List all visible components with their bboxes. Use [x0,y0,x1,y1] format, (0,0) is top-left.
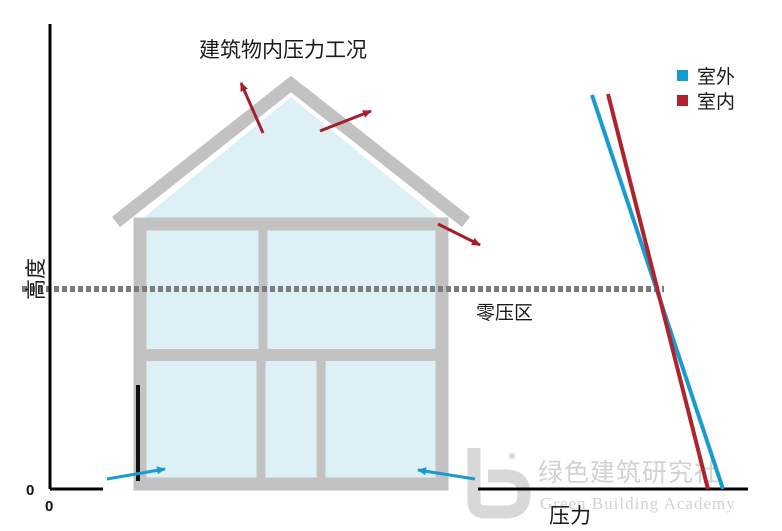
roof [111,75,471,228]
arrow-up-right-icon [239,82,481,247]
legend-label-outdoor: 室外 [697,66,735,88]
legend-label-indoor: 室内 [697,91,735,113]
diagram-title: 建筑物内压力工况 [199,38,367,62]
outflow-arrow-roof-left [239,82,265,134]
watermark-cn: 绿色建筑研究社 [538,458,720,487]
axes: 0 0 高度 压力 [24,24,748,528]
neutral-plane-label: 零压区 [476,302,533,324]
origin-y-label: 0 [26,482,34,499]
house [111,75,471,491]
origin-x-label: 0 [45,498,53,515]
roof-fill [136,97,446,224]
inflow-arrow-left [106,466,166,481]
outflow-arrow-eave [437,222,481,247]
watermark-en: Green Building Academy [540,494,736,513]
y-axis-label: 高度 [24,258,48,300]
arrow-right-icon [106,466,476,481]
academy-logo-icon [467,448,531,519]
watermark: 绿色建筑研究社 Green Building Academy [467,448,736,519]
x-axis-label: 压力 [549,504,591,528]
legend-swatch-indoor [677,95,688,106]
outflow-arrow-roof-right [319,109,372,133]
pressure-profiles [590,93,725,490]
legend: 室外 室内 [677,66,735,113]
legend-swatch-outdoor [677,70,688,81]
inflow-arrow-right [417,467,476,481]
indoor-pressure-line [606,93,710,490]
